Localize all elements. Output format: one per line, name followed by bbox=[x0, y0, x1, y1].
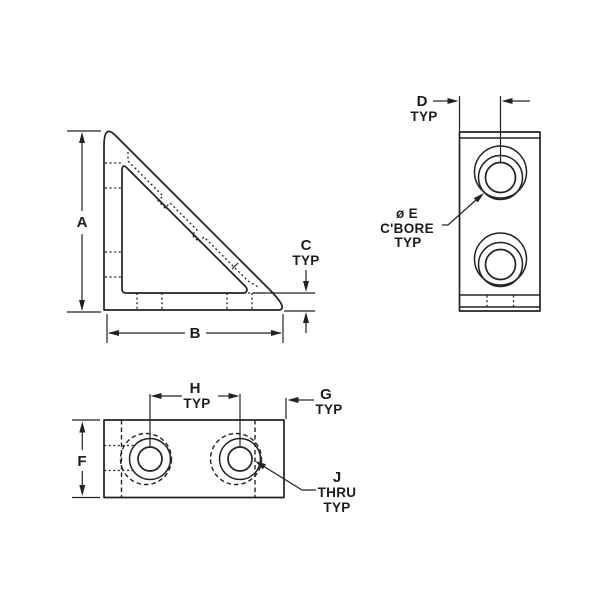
thru-hole-circle-top bbox=[484, 161, 517, 194]
dim-h-arrow-left bbox=[150, 393, 162, 399]
side-view-outline bbox=[103, 130, 284, 311]
front-view-hidden-hole-edges bbox=[486, 295, 515, 307]
side-view-inner-cutout bbox=[121, 165, 248, 294]
hypotenuse-tick-mark bbox=[231, 262, 239, 270]
callout-j-leader-line bbox=[264, 466, 316, 491]
callout-j-typ-label: TYP bbox=[323, 500, 350, 515]
dim-a-label: A bbox=[77, 214, 88, 231]
thru-hole-circle-left bbox=[137, 446, 163, 472]
front-view: D TYP ø E C'BORE TYP bbox=[380, 93, 541, 312]
dim-b-arrow-left bbox=[108, 330, 119, 336]
hidden-slot-lines-bottom-leg bbox=[136, 293, 253, 310]
dim-d-label: D bbox=[417, 93, 428, 110]
dim-a-arrow-down bbox=[79, 300, 85, 311]
callout-j-label: J bbox=[333, 469, 341, 486]
thru-hole-circle-right bbox=[227, 446, 253, 472]
dim-h-arrow-right bbox=[228, 393, 240, 399]
dimension-h: H TYP bbox=[150, 380, 240, 411]
callout-e-cbore: ø E C'BORE TYP bbox=[380, 193, 484, 250]
callout-j-thru: J THRU TYP bbox=[255, 461, 356, 515]
dim-f-arrow-up bbox=[79, 421, 86, 433]
top-counterbored-hole bbox=[473, 96, 528, 201]
dim-g-arrow-left bbox=[287, 397, 299, 403]
dim-h-typ-label: TYP bbox=[183, 396, 210, 411]
dim-h-label: H bbox=[190, 380, 201, 397]
dim-d-arrow-right bbox=[447, 98, 459, 104]
dim-f-label: F bbox=[77, 453, 86, 470]
bottom-view-outline bbox=[103, 419, 285, 499]
dimension-g: G TYP bbox=[285, 386, 342, 419]
dim-d-typ-label: TYP bbox=[410, 109, 437, 124]
callout-e-cbore-label: C'BORE bbox=[380, 221, 434, 236]
bottom-view: H TYP G TYP F J THRU TYP bbox=[72, 380, 356, 515]
bottom-counterbored-hole bbox=[473, 232, 528, 288]
dimension-b: B bbox=[106, 314, 284, 343]
dim-f-arrow-down bbox=[79, 485, 86, 496]
dimension-f: F bbox=[72, 419, 100, 499]
dim-b-label: B bbox=[190, 325, 201, 342]
dim-a-arrow-up bbox=[79, 132, 85, 143]
front-view-outline bbox=[458, 131, 541, 312]
hidden-slot-line-hypotenuse bbox=[127, 152, 261, 289]
thru-hole-circle-bottom bbox=[484, 248, 517, 281]
counterbore-depth-circle-bottom bbox=[477, 241, 524, 288]
dimension-a: A bbox=[67, 130, 101, 313]
dim-g-typ-label: TYP bbox=[315, 402, 342, 417]
counterbore-circle-bottom bbox=[473, 232, 528, 286]
callout-j-thru-label: THRU bbox=[318, 485, 357, 500]
dimension-d: D TYP bbox=[410, 93, 530, 131]
dim-c-typ-label: TYP bbox=[292, 253, 319, 268]
dimension-c: C TYP bbox=[253, 237, 319, 333]
dim-d-arrow-left bbox=[501, 98, 513, 104]
right-thru-hole bbox=[209, 394, 263, 486]
dim-c-label: C bbox=[301, 237, 312, 254]
bottom-view-hidden-slot-lines bbox=[104, 444, 136, 472]
dim-b-arrow-right bbox=[271, 330, 282, 336]
hidden-counterbore-circle-right bbox=[209, 432, 263, 486]
callout-e-typ-label: TYP bbox=[394, 235, 421, 250]
hidden-slot-lines-left-leg bbox=[105, 162, 122, 278]
callout-j-leader-arrow bbox=[255, 461, 266, 470]
callout-e-leader-line bbox=[442, 199, 477, 226]
callout-e-leader-arrow bbox=[473, 193, 484, 203]
callout-e-dia-label: ø E bbox=[396, 206, 418, 221]
hidden-counterbore-circle-left bbox=[119, 432, 173, 486]
side-view: A B C TYP bbox=[67, 130, 319, 343]
dim-g-label: G bbox=[320, 386, 332, 403]
dim-c-arrow-up bbox=[303, 312, 309, 323]
dim-c-arrow-down bbox=[303, 281, 309, 292]
left-thru-hole bbox=[119, 394, 173, 486]
